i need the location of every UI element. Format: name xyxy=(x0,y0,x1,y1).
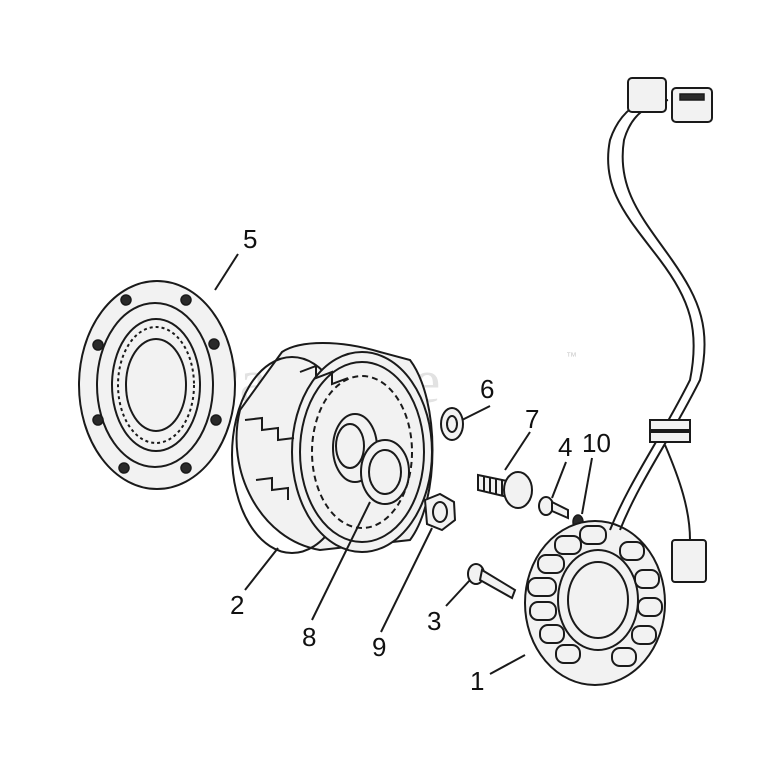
callout-6: 6 xyxy=(480,374,494,404)
callout-7: 7 xyxy=(525,404,539,434)
part-3-bolt[interactable] xyxy=(467,563,517,600)
part-4-screw[interactable] xyxy=(538,496,569,520)
part-6-washer[interactable] xyxy=(440,407,464,441)
part-9-nut[interactable] xyxy=(423,492,457,532)
callout-4: 4 xyxy=(558,432,572,462)
callout-2: 2 xyxy=(230,590,244,620)
callout-8: 8 xyxy=(302,622,316,652)
part-8-washer[interactable] xyxy=(360,439,410,505)
callout-3: 3 xyxy=(427,606,441,636)
part-5-clutch-plate[interactable] xyxy=(78,280,236,490)
callout-10: 10 xyxy=(582,428,611,458)
callout-9: 9 xyxy=(372,632,386,662)
part-1-stator[interactable] xyxy=(524,77,713,686)
callout-1: 1 xyxy=(470,666,484,696)
watermark-trademark: ™ xyxy=(566,351,577,363)
part-2-flywheel[interactable] xyxy=(231,342,434,554)
leader-lines xyxy=(214,253,593,675)
callout-5: 5 xyxy=(243,224,257,254)
part-7-bolt[interactable] xyxy=(477,471,533,509)
